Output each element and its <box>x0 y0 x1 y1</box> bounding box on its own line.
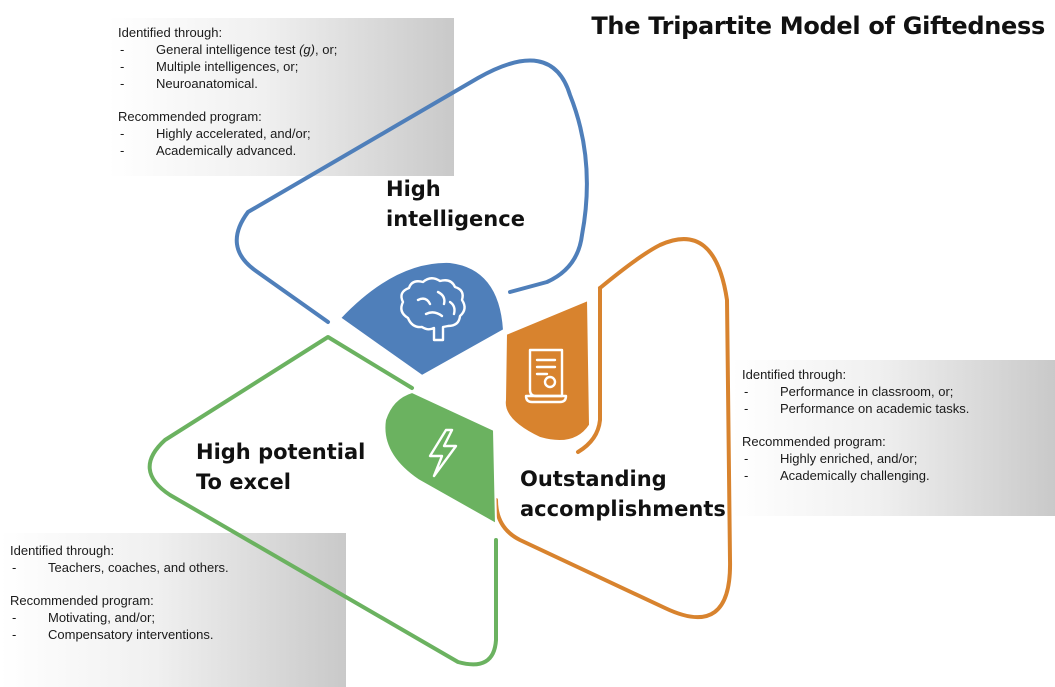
accomplishments-program-item: Highly enriched, and/or; <box>742 450 1045 467</box>
intelligence-identified-item: Neuroanatomical. <box>118 75 444 92</box>
accomplishments-program-item: Academically challenging. <box>742 467 1045 484</box>
potential-program-item: Motivating, and/or; <box>10 609 336 626</box>
intelligence-identified-item: Multiple intelligences, or; <box>118 58 444 75</box>
intelligence-info-box: Identified through: General intelligence… <box>108 18 454 176</box>
intelligence-program-item: Highly accelerated, and/or; <box>118 125 444 142</box>
potential-identified-item: Teachers, coaches, and others. <box>10 559 336 576</box>
accomplishments-identified-heading: Identified through: <box>742 367 847 382</box>
intelligence-program-heading: Recommended program: <box>118 109 262 124</box>
intelligence-identified-heading: Identified through: <box>118 25 223 40</box>
accomplishments-identified-item: Performance in classroom, or; <box>742 383 1045 400</box>
potential-triangle-outline <box>147 335 498 667</box>
accomplishments-label-line1: Outstanding <box>520 467 667 491</box>
accomplishments-center-segment <box>503 298 592 442</box>
diagram-title: The Tripartite Model of Giftedness <box>591 12 1045 40</box>
potential-info-box: Identified through: Teachers, coaches, a… <box>0 533 346 687</box>
certificate-icon <box>524 348 568 404</box>
brain-icon <box>400 277 466 342</box>
intelligence-identified-item: General intelligence test (g), or; <box>118 41 444 58</box>
accomplishments-outline-join <box>576 286 602 454</box>
intelligence-center-segment <box>338 260 506 378</box>
potential-label-line1: High potential <box>196 440 366 464</box>
intelligence-triangle-outline <box>234 58 589 324</box>
intelligence-program-item: Academically advanced. <box>118 142 444 159</box>
accomplishments-program-heading: Recommended program: <box>742 434 886 449</box>
potential-label-line2: To excel <box>196 470 291 494</box>
accomplishments-triangle-outline <box>494 237 733 619</box>
potential-program-item: Compensatory interventions. <box>10 626 336 643</box>
accomplishments-info-box: Identified through: Performance in class… <box>732 360 1055 516</box>
potential-identified-heading: Identified through: <box>10 543 115 558</box>
potential-label: High potential To excel <box>196 437 365 497</box>
lightning-icon <box>428 428 458 478</box>
intelligence-label-line1: High <box>386 177 441 201</box>
potential-program-heading: Recommended program: <box>10 593 154 608</box>
accomplishments-label-line2: accomplishments <box>520 497 726 521</box>
intelligence-label: High intelligence <box>386 174 525 234</box>
accomplishments-label: Outstanding accomplishments <box>520 464 726 524</box>
accomplishments-identified-item: Performance on academic tasks. <box>742 400 1045 417</box>
intelligence-label-line2: intelligence <box>386 207 525 231</box>
